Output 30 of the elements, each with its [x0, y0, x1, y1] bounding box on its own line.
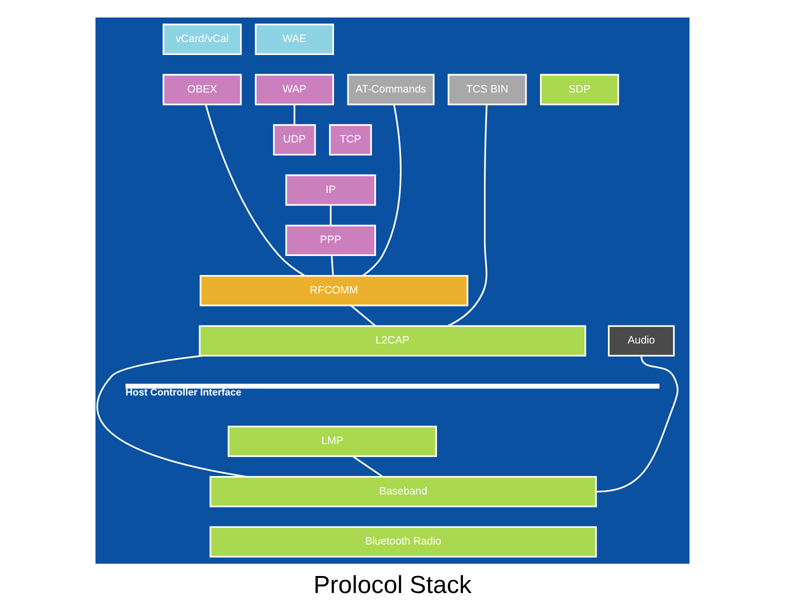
node-box: vCard/vCal: [162, 24, 242, 55]
node-box: UDP: [273, 124, 316, 156]
connector: [362, 104, 402, 276]
node-box: WAE: [254, 24, 334, 55]
connector: [596, 356, 678, 492]
connector: [330, 204, 332, 226]
node-box: TCS BIN: [448, 74, 527, 106]
connector: [294, 104, 296, 125]
node-box: AT-Commands: [347, 74, 435, 106]
connector: [96, 354, 248, 478]
connector: [352, 456, 384, 478]
node-box: IP: [285, 174, 376, 206]
connector: [330, 255, 334, 276]
node-box: WAP: [254, 74, 334, 106]
node-box: OBEX: [162, 74, 242, 106]
node-box: Audio: [608, 325, 675, 357]
node-box: SDP: [540, 74, 620, 106]
node-box: LMP: [228, 426, 437, 458]
node-box: [126, 384, 660, 389]
node-box: L2CAP: [198, 325, 586, 357]
node-box: PPP: [285, 224, 376, 256]
connector: [448, 104, 488, 327]
caption: Prolocol Stack: [314, 572, 472, 599]
connector: [204, 104, 306, 276]
node-box: Baseband: [210, 476, 597, 508]
connector: [350, 304, 376, 326]
node-box: TCP: [329, 124, 372, 156]
node-box: Bluetooth Radio: [210, 526, 597, 558]
node-label: Host Controller Interface: [126, 388, 242, 399]
node-box: RFCOMM: [200, 274, 468, 306]
